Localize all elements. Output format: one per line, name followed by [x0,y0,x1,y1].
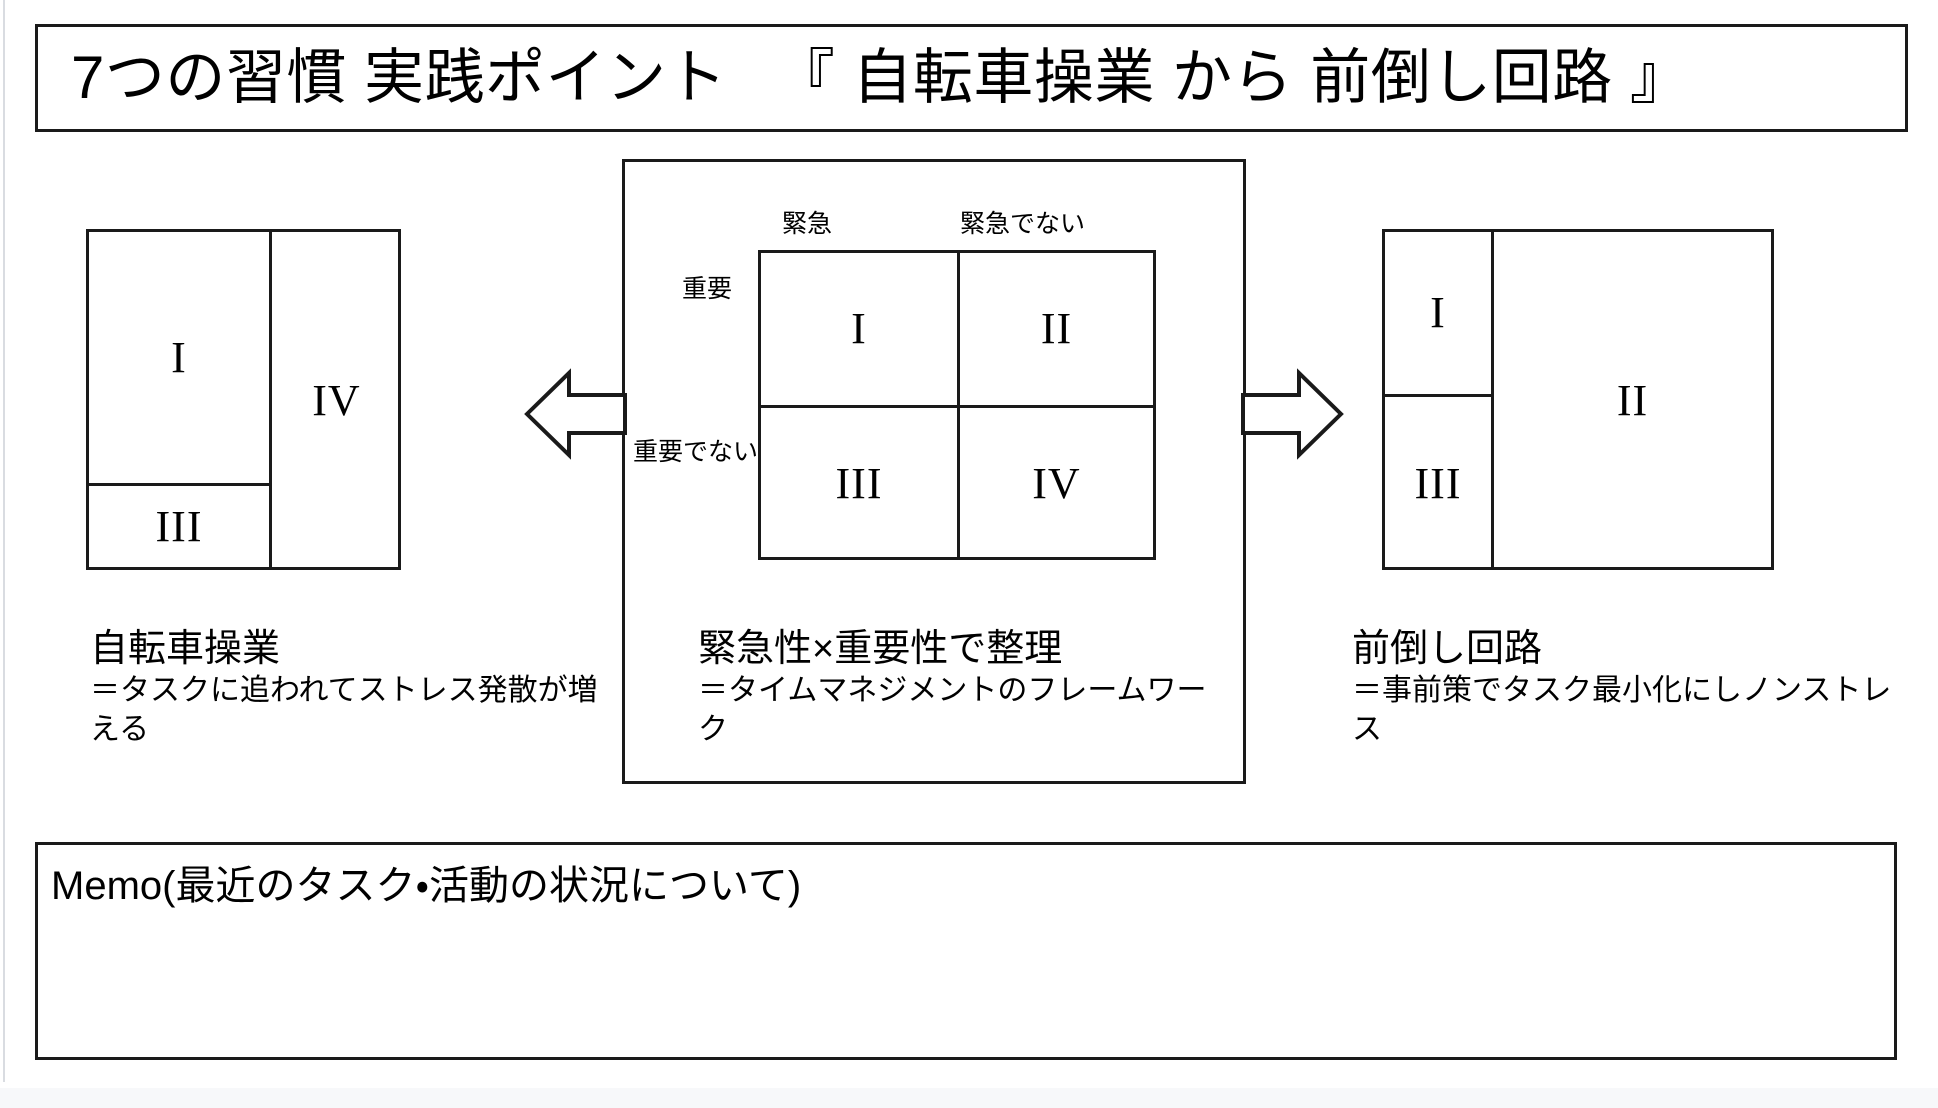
center-grid-cell-q4: IV [960,408,1153,560]
center-axis-label-not-urgent: 緊急でない [960,210,1086,238]
center-grid-cell-q3-label: III [835,459,883,508]
left-diagram-frame: I III IV [86,229,401,570]
center-grid-horizontal-rule [758,405,1156,408]
center-axis-label-not-important: 重要でない [633,438,759,466]
center-grid-cell-q1: I [761,253,957,405]
left-caption-body: ＝タスクに追われてストレス発散が増える [90,674,598,746]
right-diagram-frame: I III II [1382,229,1774,570]
center-axis-label-important: 重要 [682,275,733,303]
memo-box[interactable]: Memo(最近のタスク・活動の状況について) [35,842,1897,1060]
right-caption-head: 前倒し回路 [1352,628,1543,670]
left-diagram-cell-q1-label: I [171,332,187,382]
arrow-right-block-icon [1241,368,1344,460]
center-matrix-grid: I II III IV [758,250,1156,560]
right-diagram-horizontal-rule [1382,394,1494,397]
left-diagram-vertical-rule [269,229,272,570]
left-diagram-cell-q3: III [89,483,269,570]
right-caption-body: ＝事前策でタスク最小化にしノンストレス [1352,674,1892,746]
right-diagram-cell-q1: I [1385,232,1491,394]
center-grid-cell-q4-label: IV [1032,459,1081,508]
center-grid-cell-q2: II [960,253,1153,405]
right-diagram-cell-q3: III [1385,397,1491,570]
left-diagram-horizontal-rule [86,483,272,486]
left-diagram-cell-q4-label: IV [312,376,361,425]
center-caption-head: 緊急性×重要性で整理 [698,628,1063,670]
page-left-rule [3,0,5,1082]
right-diagram-vertical-rule [1491,229,1494,570]
left-diagram-cell-q3-label: III [155,501,203,551]
memo-label: Memo(最近のタスク・活動の状況について) [51,864,802,908]
right-caption: 前倒し回路 ＝事前策でタスク最小化にしノンストレス [1352,626,1892,749]
left-diagram-cell-q4: IV [272,232,401,570]
center-caption-body: ＝タイムマネジメントのフレームワーク [698,674,1207,746]
center-grid-cell-q1-label: I [851,304,867,353]
center-caption: 緊急性×重要性で整理 ＝タイムマネジメントのフレームワーク [698,626,1218,749]
right-diagram-cell-q3-label: III [1414,458,1462,508]
center-axis-label-urgent: 緊急 [782,210,833,238]
center-grid-cell-q2-label: II [1040,304,1073,353]
center-panel: 緊急 緊急でない 重要 重要でない I II III IV [622,159,1246,784]
right-diagram-cell-q2-label: II [1616,376,1649,425]
left-caption-head: 自転車操業 [90,628,281,670]
left-diagram-cell-q1: I [89,232,269,483]
center-grid-cell-q3: III [761,408,957,560]
title-box: 7つの習慣 実践ポイント 『 自転車操業 から 前倒し回路 』 [35,24,1908,132]
bottom-strip [0,1088,1938,1108]
right-diagram-cell-q2: II [1494,232,1771,570]
right-diagram-cell-q1-label: I [1430,288,1446,337]
left-caption: 自転車操業 ＝タスクに追われてストレス発散が増える [90,626,610,749]
page-title: 7つの習慣 実践ポイント 『 自転車操業 から 前倒し回路 』 [71,44,1691,111]
arrow-left-block-icon [524,368,627,460]
